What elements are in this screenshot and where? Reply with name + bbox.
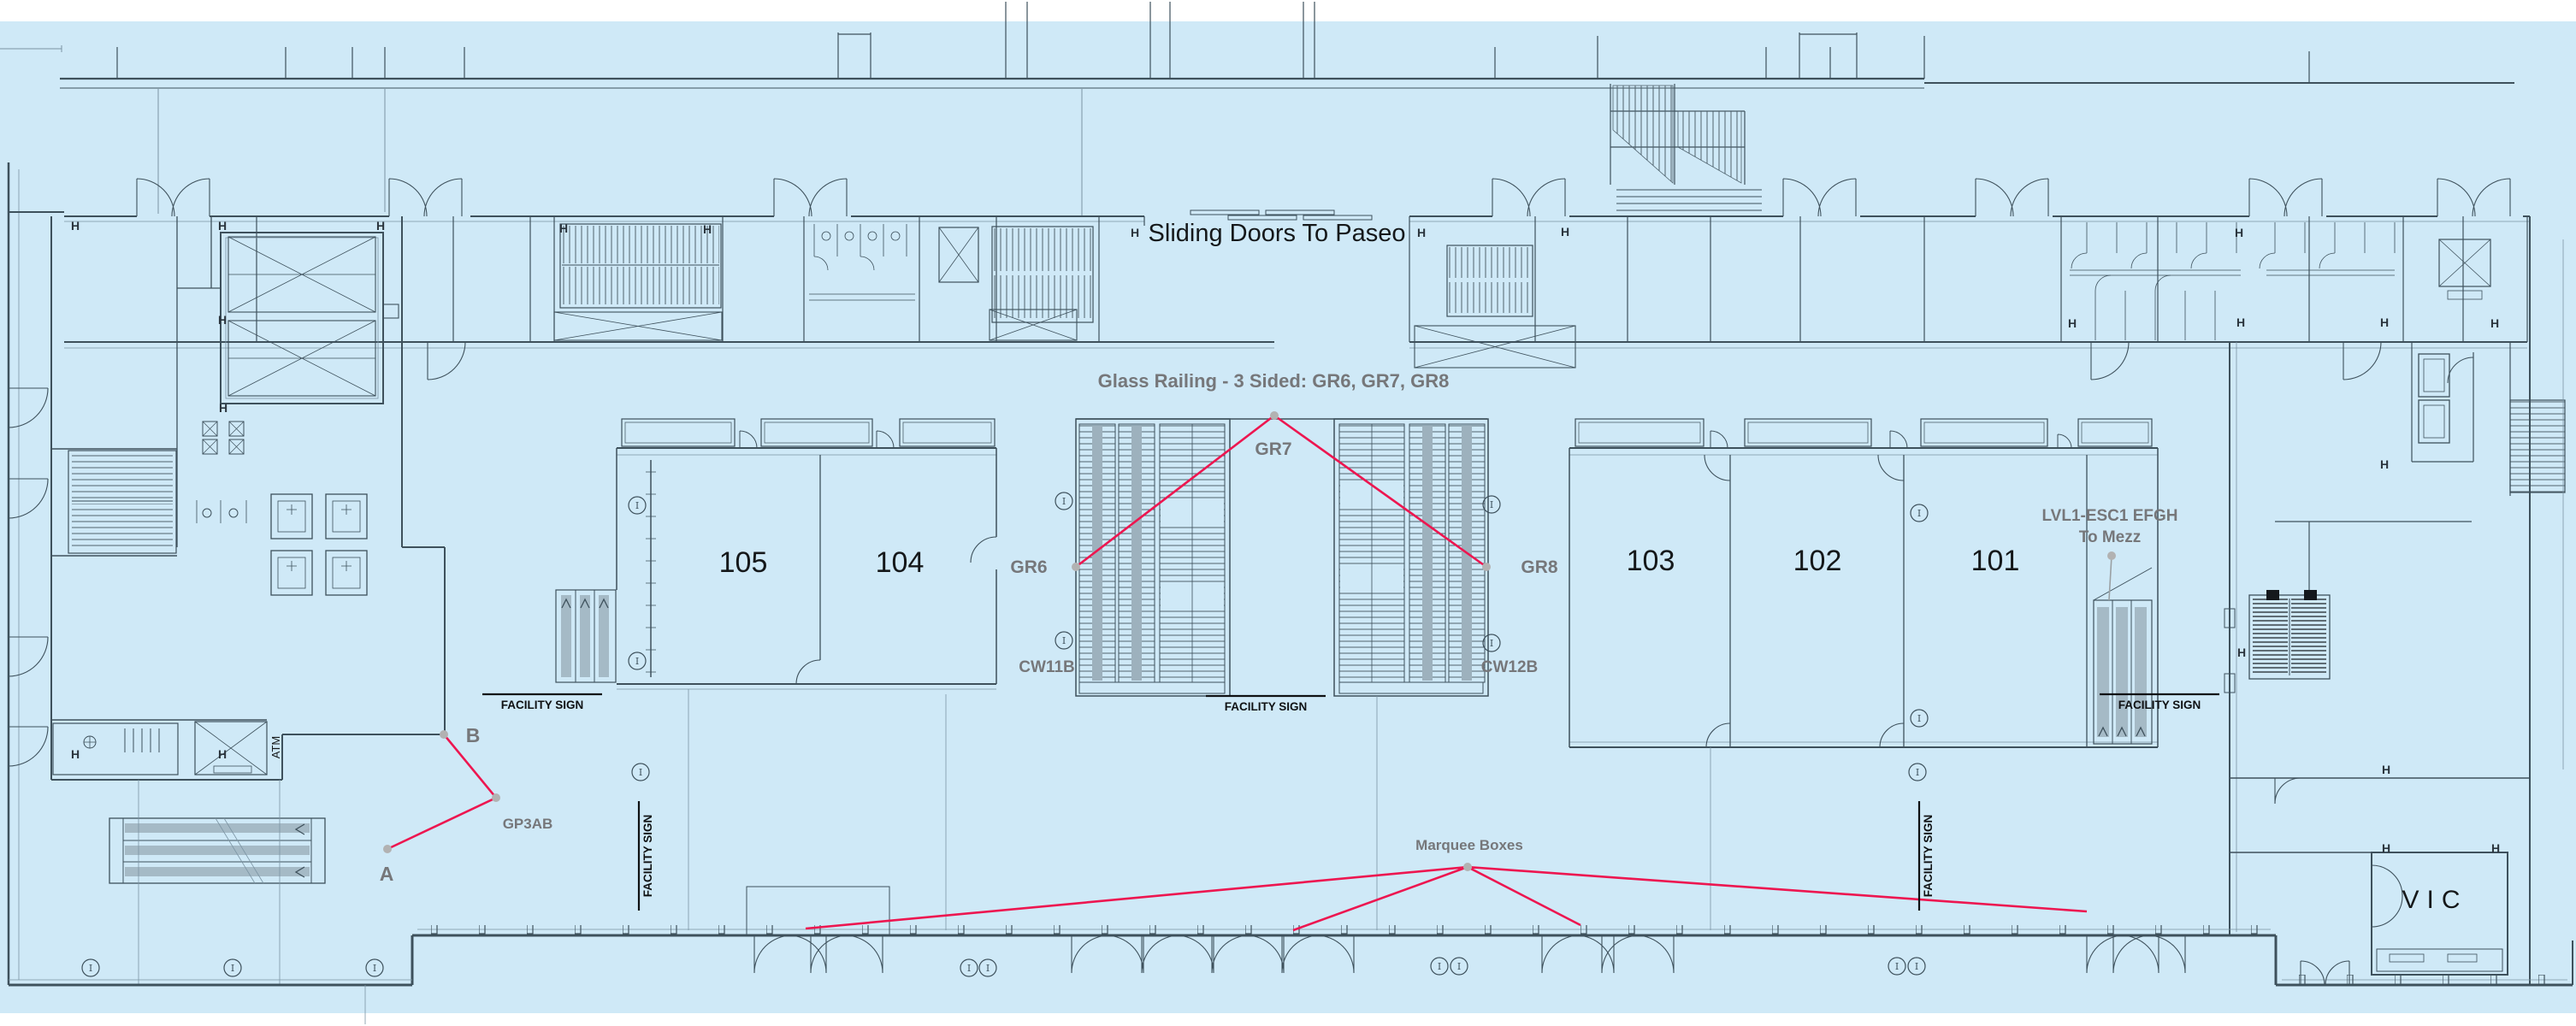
right-core (2224, 216, 2566, 985)
sliding-doors-label: Sliding Doors To Paseo (1149, 220, 1406, 247)
storefront-walls (9, 886, 2573, 1024)
gp3ab-label: GP3AB (503, 816, 553, 832)
vic-label: VIC (2402, 886, 2467, 914)
elevator-upper-right (2438, 239, 2491, 300)
room-105-label: 105 (719, 546, 768, 579)
gr7-label: GR7 (1255, 439, 1291, 459)
atm-box (194, 721, 268, 775)
room-block-105-104 (555, 418, 997, 690)
elevator-upper (938, 227, 979, 283)
left-core (7, 162, 446, 985)
escalator-bay-105 (555, 589, 617, 683)
cw12b-label: CW12B (1481, 658, 1539, 676)
glass-railing-label: Glass Railing - 3 Sided: GR6, GR7, GR8 (1098, 370, 1450, 392)
stair-upper-paseo (1446, 245, 1533, 317)
stair-upper-mid (991, 226, 1094, 323)
lvl1-line1-label: LVL1-ESC1 EFGH (2041, 507, 2177, 525)
restroom-upper-left (809, 224, 915, 301)
upper-rooms-row (64, 178, 2530, 380)
marquee-boxes-leader-lines (805, 865, 2088, 932)
gr6-label: GR6 (1010, 557, 1047, 577)
plan-background (0, 21, 2576, 1013)
elevator-bank-right (2411, 342, 2474, 463)
leader-dots (383, 411, 2116, 871)
glass-railing-leader-lines (1075, 414, 1487, 569)
restrooms-upper-right (2070, 222, 2396, 340)
stair-upper-left (559, 223, 722, 309)
stair-left-core (51, 448, 177, 557)
stair-dark-right (2248, 590, 2331, 680)
lvl1-leader-line (2108, 555, 2112, 601)
cw11b-label: CW11B (1019, 658, 1074, 676)
room-103-label: 103 (1627, 545, 1675, 577)
gr8-label: GR8 (1521, 557, 1558, 577)
point-b-label: B (466, 724, 481, 746)
escalator-lower-left (109, 817, 326, 884)
lvl1-line2-label: To Mezz (2079, 528, 2141, 546)
annotation-leaders (383, 411, 2116, 932)
labels: Sliding Doors To Paseo Glass Railing - 3… (269, 220, 2467, 914)
top-canopy-band (0, 2, 2514, 215)
elevator-bank-left (270, 493, 368, 596)
point-a-label: A (380, 863, 394, 885)
room-102-label: 102 (1793, 545, 1842, 577)
paseo-exterior-stair (1610, 84, 1762, 211)
room-104-label: 104 (876, 546, 925, 579)
atm-label: ATM (269, 736, 282, 758)
room-101-label: 101 (1971, 545, 2020, 577)
marquee-boxes-label: Marquee Boxes (1415, 837, 1523, 853)
accessible-restroom (52, 722, 179, 775)
